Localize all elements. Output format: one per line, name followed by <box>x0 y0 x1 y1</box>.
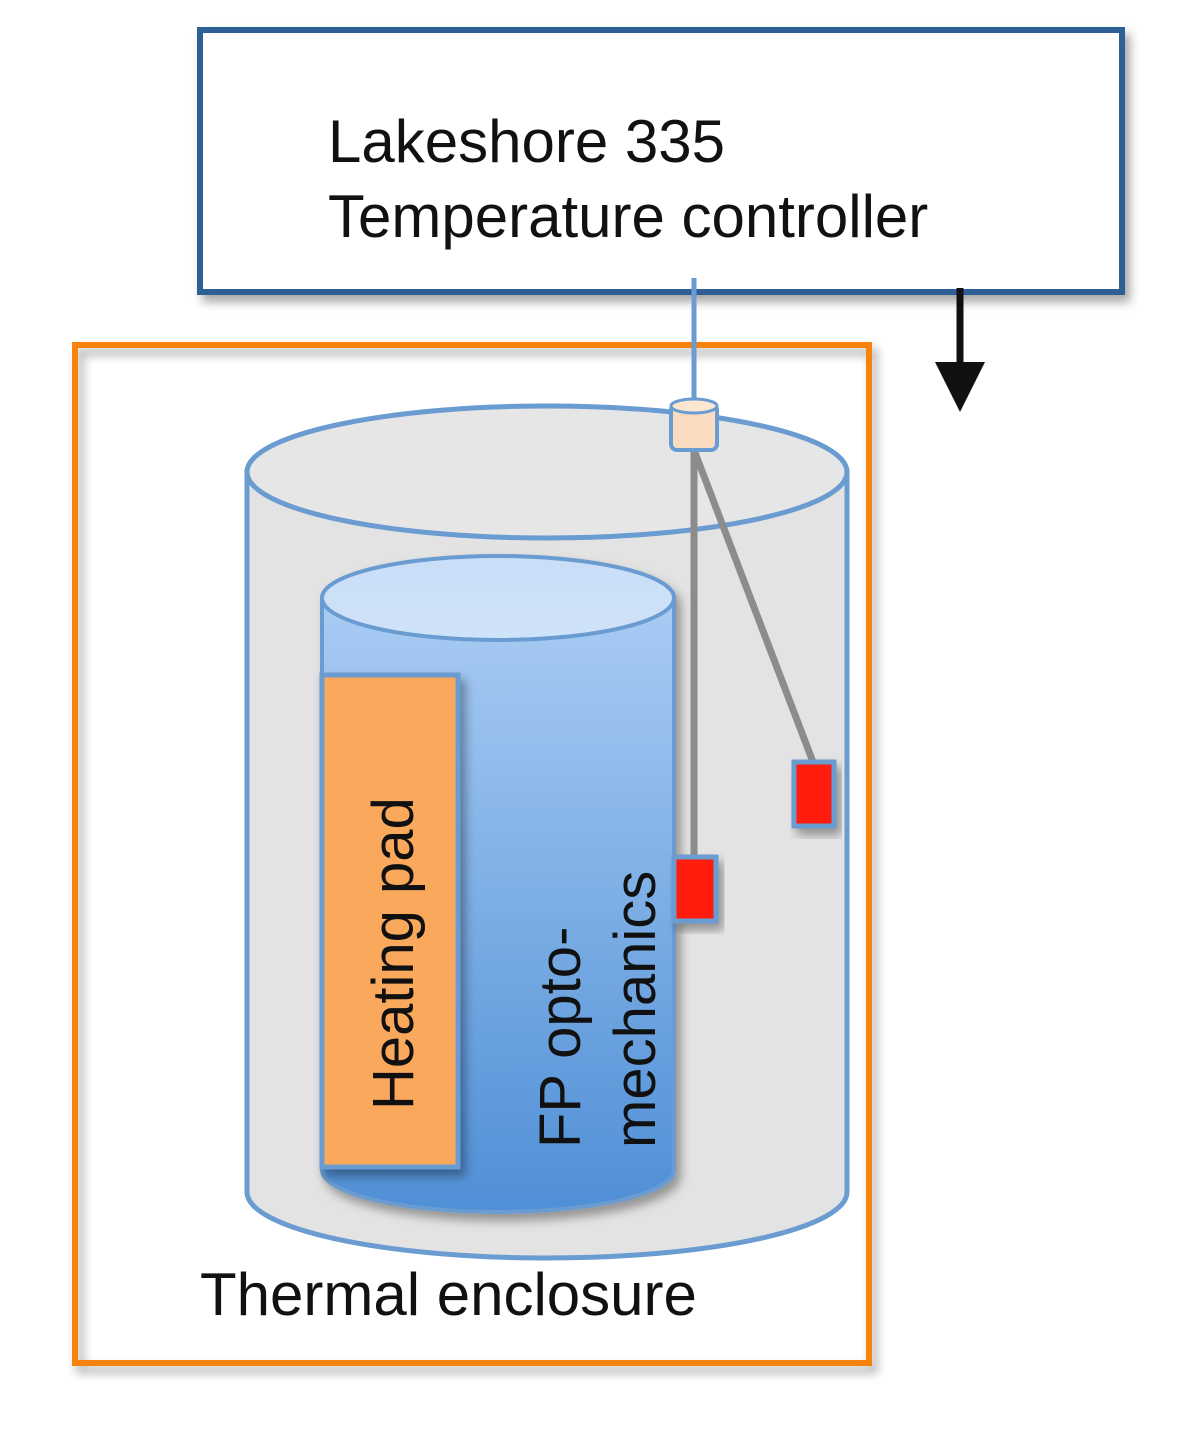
sensor-connector <box>669 397 719 452</box>
fp-optomechanics-label-line2: mechanics <box>603 871 668 1148</box>
temperature-sensor-inner <box>671 854 719 924</box>
thermal-enclosure: Thermal enclosure <box>72 342 872 1366</box>
temperature-sensor-outer <box>791 759 837 829</box>
controller-title: Lakeshore 335 <box>328 108 725 175</box>
heating-pad: Heating pad <box>319 672 461 1170</box>
wire-to-outer-sensor <box>690 448 817 764</box>
temperature-controller-box: Lakeshore 335 Temperature controller <box>197 27 1125 295</box>
sensor-wires <box>690 278 817 858</box>
fp-optomechanics-label-line1: FP opto- <box>528 927 593 1148</box>
controller-subtitle: Temperature controller <box>328 183 928 250</box>
thermal-enclosure-label: Thermal enclosure <box>200 1261 697 1328</box>
output-arrow <box>935 288 985 412</box>
heating-pad-label: Heating pad <box>361 797 426 1110</box>
